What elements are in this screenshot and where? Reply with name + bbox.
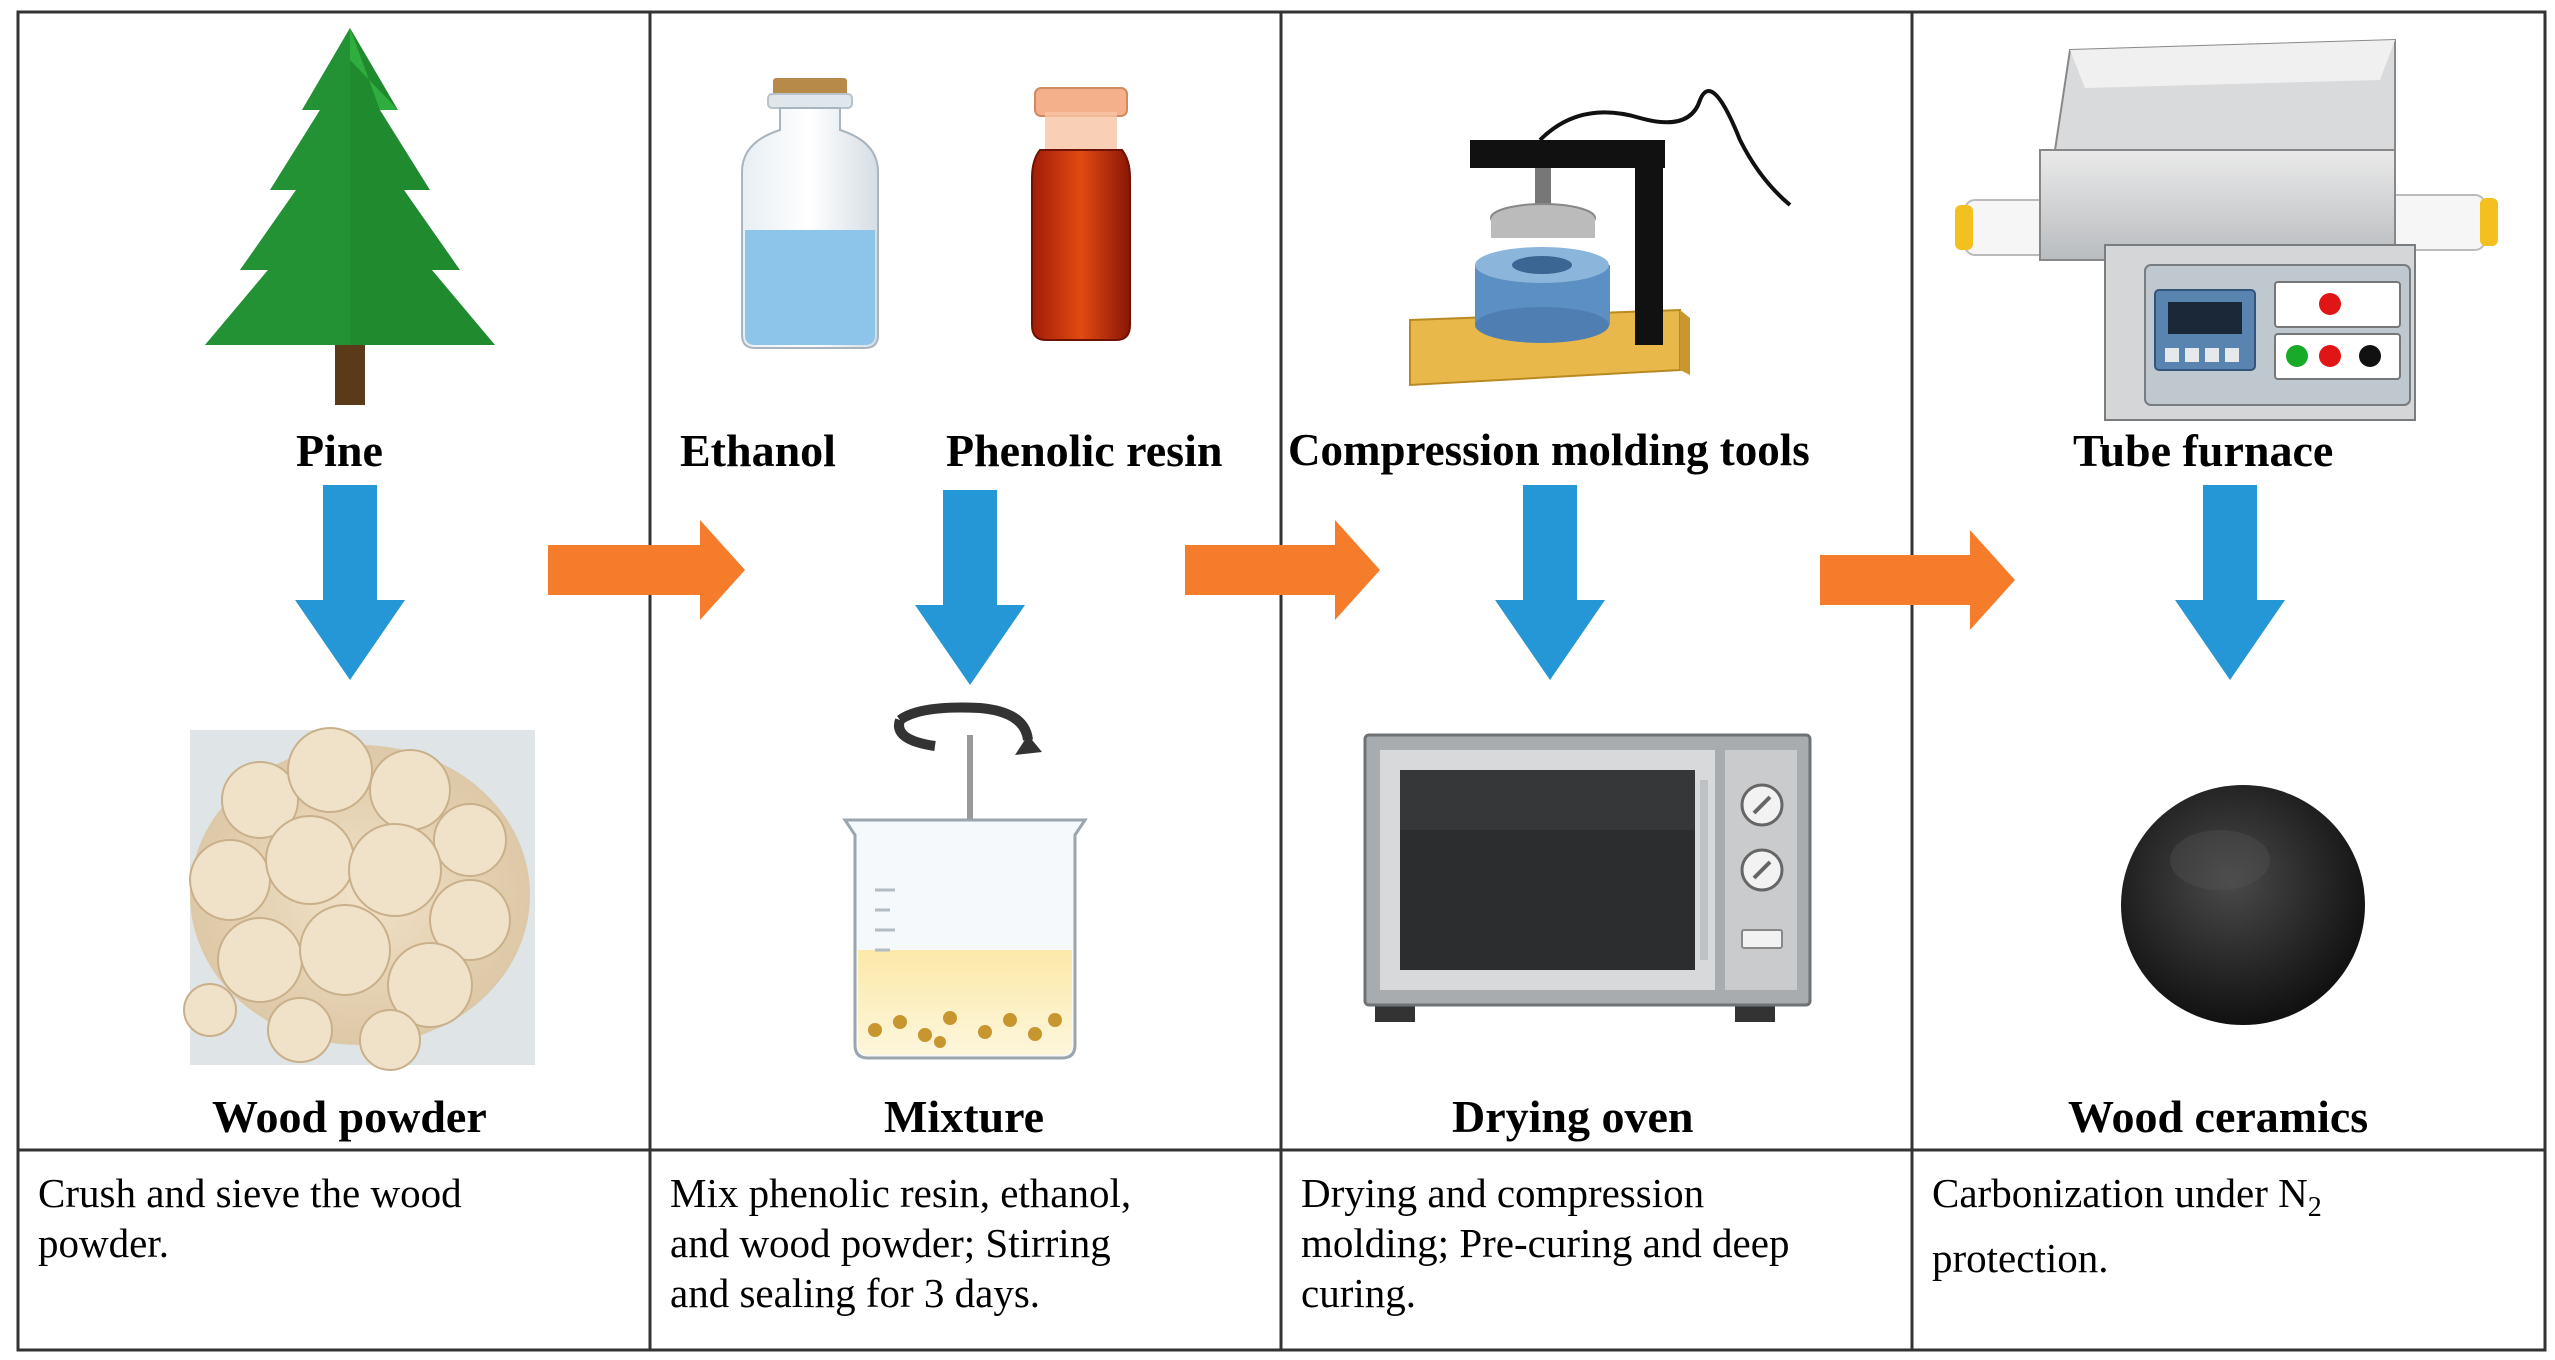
right-arrow-3 — [1820, 530, 2015, 630]
down-arrow-2 — [915, 490, 1025, 685]
description-2-line-1: Mix phenolic resin, ethanol, — [670, 1170, 1132, 1216]
compression-molding-tools-icon — [1409, 89, 1792, 387]
right-arrow-2 — [1185, 520, 1380, 620]
phenolic-resin-label: Phenolic resin — [946, 425, 1223, 476]
ethanol-bottle-icon — [741, 78, 879, 349]
down-arrow-4 — [2175, 485, 2285, 680]
right-arrows — [548, 520, 2015, 630]
description-2-line-2: and wood powder; Stirring — [670, 1220, 1111, 1266]
description-2: Mix phenolic resin, ethanol, and wood po… — [670, 1168, 1270, 1318]
description-3-line-1: Drying and compression — [1301, 1170, 1705, 1216]
tube-furnace-label: Tube furnace — [2073, 425, 2334, 476]
wood-ceramics-label: Wood ceramics — [2068, 1091, 2369, 1142]
pine-tree-icon — [205, 28, 495, 405]
description-2-line-3: and sealing for 3 days. — [670, 1270, 1041, 1316]
wood-powder-label: Wood powder — [212, 1091, 487, 1142]
right-arrow-1 — [548, 520, 745, 620]
description-3-line-2: molding; Pre-curing and deep — [1301, 1220, 1790, 1266]
description-4-line-1: Carbonization under N2 — [1932, 1168, 2532, 1233]
down-arrow-1 — [295, 485, 405, 680]
drying-oven-icon — [1363, 733, 1812, 1022]
diagram-frame — [16, 10, 2547, 1352]
description-1: Crush and sieve the wood powder. — [38, 1168, 638, 1268]
compression-molding-tools-label: Compression molding tools — [1288, 425, 1810, 475]
wood-powder-icon — [183, 727, 535, 1071]
description-3-line-3: curing. — [1301, 1270, 1416, 1316]
drying-oven-label: Drying oven — [1452, 1091, 1694, 1142]
down-arrows — [295, 485, 2285, 685]
description-4-line-1-text: Carbonization under N — [1932, 1170, 2308, 1216]
description-4: Carbonization under N2 protection. — [1932, 1168, 2532, 1283]
description-1-line-1: Crush and sieve the wood — [38, 1170, 462, 1216]
pine-label: Pine — [296, 425, 383, 476]
mixture-label: Mixture — [884, 1091, 1045, 1142]
ethanol-label: Ethanol — [680, 425, 836, 476]
mixture-beaker-icon — [842, 702, 1088, 1060]
phenolic-resin-bottle-icon — [1031, 87, 1131, 341]
down-arrow-3 — [1495, 485, 1605, 680]
description-4-line-2: protection. — [1932, 1235, 2109, 1282]
wood-ceramics-icon — [2121, 785, 2365, 1025]
description-1-line-2: powder. — [38, 1220, 169, 1266]
n2-subscript: 2 — [2307, 1192, 2322, 1224]
tube-furnace-icon — [1955, 38, 2498, 421]
description-3: Drying and compression molding; Pre-curi… — [1301, 1168, 1901, 1318]
